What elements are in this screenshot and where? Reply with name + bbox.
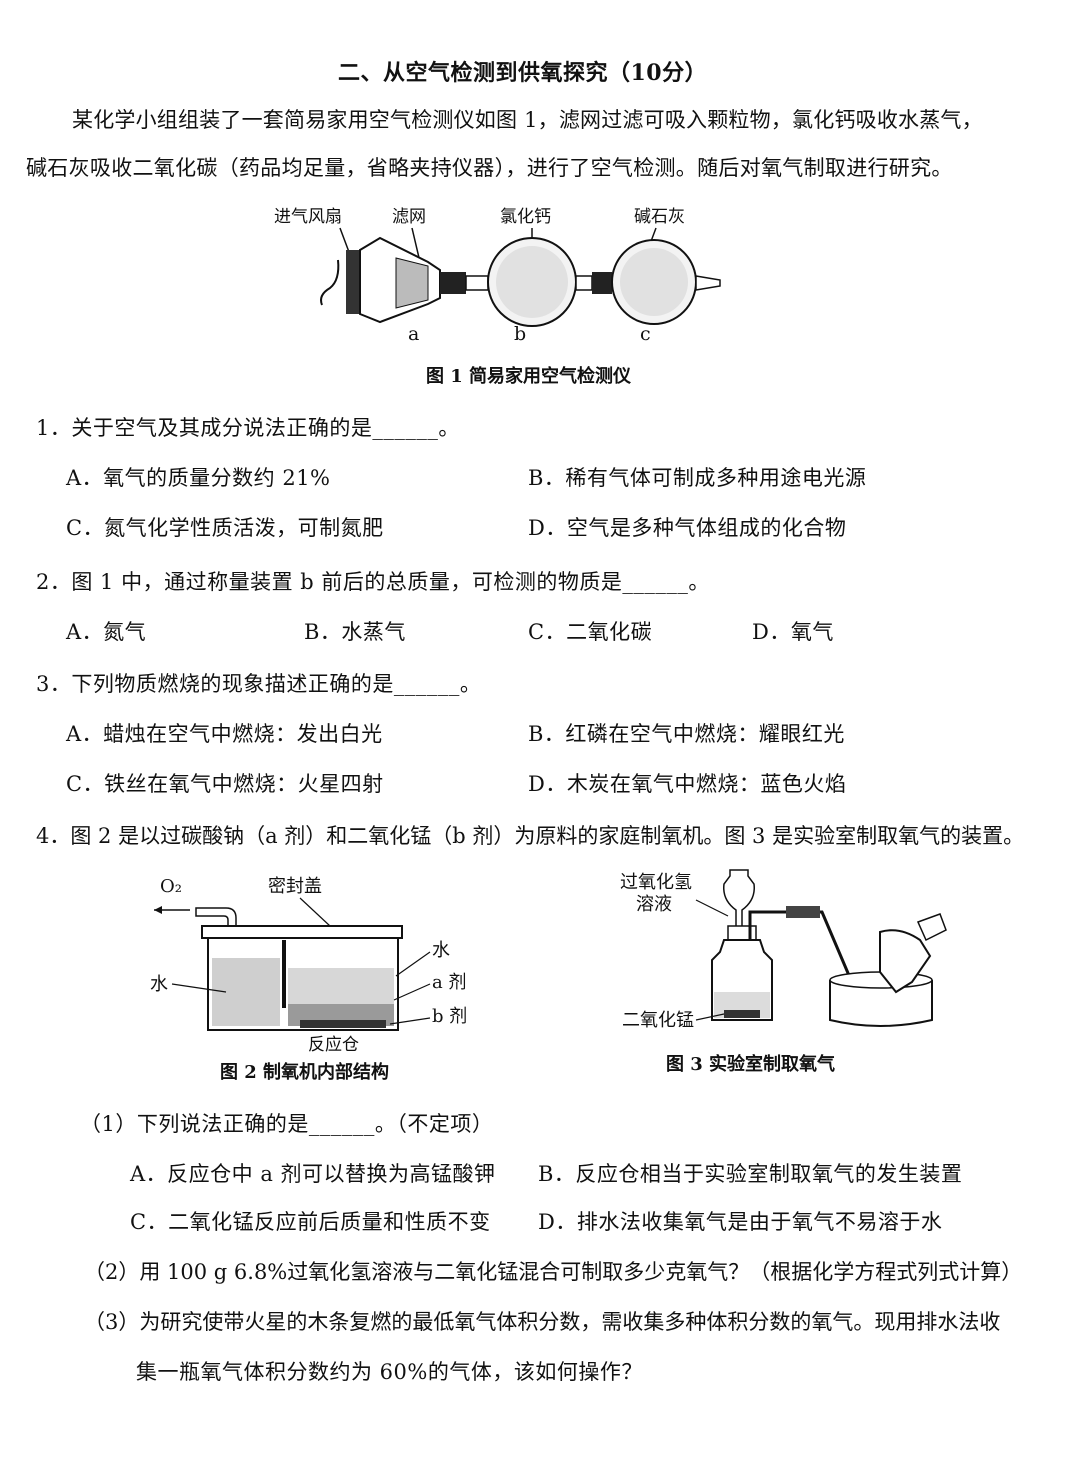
q3-option-d: D．木炭在氧气中燃烧：蓝色火焰 — [528, 772, 847, 796]
fig1-caption: 图 1 简易家用空气检测仪 — [426, 365, 632, 387]
q4-sub3-line2: 集一瓶氧气体积分数约为 60%的气体，该如何操作？ — [136, 1360, 643, 1384]
q1-option-a: A．氧气的质量分数约 21% — [66, 466, 331, 490]
fig2-caption: 图 2 制氧机内部结构 — [220, 1061, 389, 1083]
q3-option-c: C．铁丝在氧气中燃烧：火星四射 — [66, 772, 384, 796]
intro-line-1: 某化学小组组装了一套简易家用空气检测仪如图 1，滤网过滤可吸入颗粒物，氯化钙吸收… — [72, 108, 983, 132]
q4-sub3-line1: （3）为研究使带火星的木条复燃的最低氧气体积分数，需收集多种体积分数的氧气。现用… — [84, 1310, 1001, 1334]
q4-sub1-option-c: C．二氧化锰反应前后质量和性质不变 — [130, 1210, 491, 1234]
fig1-label-filter: 滤网 — [392, 207, 426, 227]
q3-option-a: A．蜡烛在空气中燃烧：发出白光 — [66, 722, 383, 746]
q1-option-b: B．稀有气体可制成多种用途电光源 — [528, 466, 867, 490]
q2-option-d: D．氧气 — [752, 620, 834, 644]
figure-3-lab-oxygen-setup: 过氧化氢 溶液 二氧化锰 图 3 实验室制取氧气 — [620, 869, 947, 1075]
intro-line-2: 碱石灰吸收二氧化碳（药品均足量，省略夹持仪器），进行了空气检测。随后对氧气制取进… — [26, 156, 953, 180]
fig2-label-agent-b: b 剂 — [432, 1006, 467, 1027]
figure-2-oxygen-generator: O₂ 密封盖 水 a 剂 b 剂 水 反应仓 图 2 制氧机内部结构 — [150, 876, 467, 1083]
fig1-label-cacl2: 氯化钙 — [500, 207, 551, 227]
figure-1-apparatus: 进气风扇 滤网 氯化钙 碱石灰 a b c 图 1 简易家用空气检测仪 — [274, 207, 721, 387]
fig1-label-fan: 进气风扇 — [274, 207, 342, 227]
fig2-label-o2: O₂ — [160, 876, 182, 897]
q2-stem: 2．图 1 中，通过称量装置 b 前后的总质量，可检测的物质是______。 — [36, 570, 710, 594]
q1-stem: 1．关于空气及其成分说法正确的是______。 — [36, 416, 460, 440]
q3-stem: 3．下列物质燃烧的现象描述正确的是______。 — [36, 672, 482, 696]
q3-option-b: B．红磷在空气中燃烧：耀眼红光 — [528, 722, 845, 746]
q2-option-b: B．水蒸气 — [304, 620, 406, 644]
q4-sub2: （2）用 100 g 6.8%过氧化氢溶液与二氧化锰混合可制取多少克氧气？（根据… — [84, 1260, 1023, 1284]
fig3-label-mno2: 二氧化锰 — [622, 1010, 694, 1031]
fig2-label-water-left: 水 — [150, 974, 168, 995]
q2-option-a: A．氮气 — [66, 620, 147, 644]
fig1-label-c: c — [640, 323, 651, 345]
q4-sub1-stem: （1）下列说法正确的是______。（不定项） — [80, 1112, 494, 1136]
fig1-label-a: a — [408, 323, 419, 345]
fig2-label-agent-a: a 剂 — [432, 972, 466, 993]
q4-stem: 4．图 2 是以过碳酸钠（a 剂）和二氧化锰（b 剂）为原料的家庭制氧机。图 3… — [36, 824, 1025, 848]
fig1-label-b: b — [514, 323, 526, 345]
q1-option-c: C．氮气化学性质活泼，可制氮肥 — [66, 516, 384, 540]
fig2-label-water-right: 水 — [432, 940, 450, 961]
fig3-caption: 图 3 实验室制取氧气 — [666, 1053, 835, 1075]
fig3-label-h2o2-2: 溶液 — [636, 894, 672, 915]
fig2-label-lid: 密封盖 — [268, 876, 322, 897]
section-title: 二、从空气检测到供氧探究（10分） — [338, 60, 708, 86]
q1-option-d: D．空气是多种气体组成的化合物 — [528, 516, 847, 540]
fig1-label-soda-lime: 碱石灰 — [634, 207, 685, 227]
q4-sub1-option-a: A．反应仓中 a 剂可以替换为高锰酸钾 — [130, 1162, 496, 1186]
fig3-label-h2o2-1: 过氧化氢 — [620, 872, 692, 893]
q2-option-c: C．二氧化碳 — [528, 620, 653, 644]
q4-sub1-option-b: B．反应仓相当于实验室制取氧气的发生装置 — [538, 1162, 963, 1186]
q4-sub1-option-d: D．排水法收集氧气是由于氧气不易溶于水 — [538, 1210, 943, 1234]
fig2-label-chamber: 反应仓 — [308, 1035, 359, 1055]
